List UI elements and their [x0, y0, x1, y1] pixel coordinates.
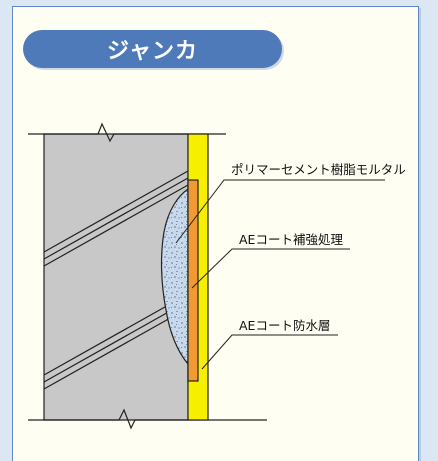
title-banner: ジャンカ [23, 30, 282, 68]
break-line-bottom [28, 408, 267, 430]
polymer-mortar-fill [160, 187, 189, 366]
leader-waterproof [201, 334, 338, 370]
title-text: ジャンカ [107, 39, 198, 64]
label-polymer-mortar: ポリマーセメント樹脂モルタル [231, 162, 406, 177]
label-waterproof: AEコート防水層 [239, 318, 330, 333]
label-reinforcement: AEコート補強処理 [239, 232, 343, 247]
rebar-upper [43, 170, 189, 267]
leader-polymer-mortar [175, 179, 385, 244]
rebar-lower [43, 293, 189, 390]
break-line-top [28, 122, 226, 143]
reinforcement-layer [187, 179, 199, 382]
leader-reinforcement [191, 248, 350, 289]
